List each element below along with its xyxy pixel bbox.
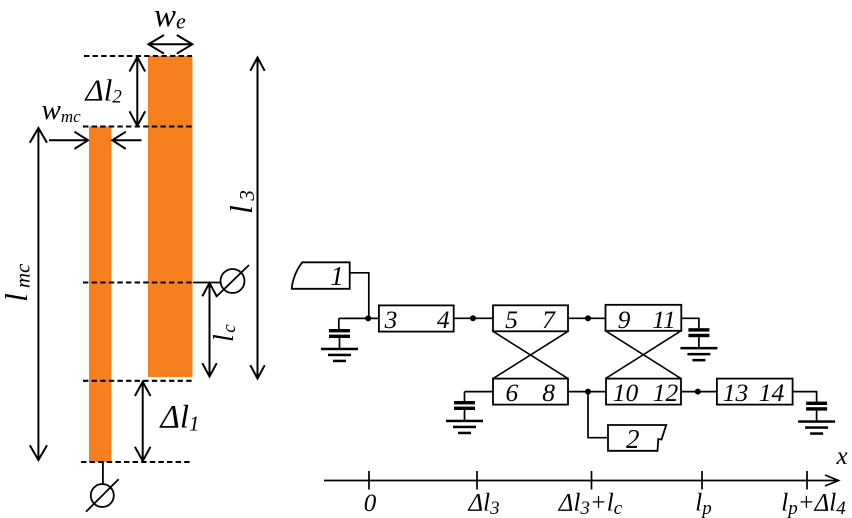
svg-text:4: 4: [437, 305, 450, 334]
svg-text:x: x: [835, 443, 847, 470]
svg-text:8: 8: [542, 378, 555, 407]
svg-text:9: 9: [618, 305, 631, 334]
svg-text:3: 3: [384, 305, 398, 334]
svg-text:Δl3: Δl3: [467, 490, 499, 518]
svg-text:wmc: wmc: [42, 94, 82, 126]
svg-text:Δl2: Δl2: [84, 73, 123, 108]
svg-text:lmc: lmc: [0, 263, 35, 302]
svg-text:l3: l3: [223, 190, 259, 214]
svg-text:11: 11: [652, 305, 676, 334]
svg-text:13: 13: [723, 378, 749, 407]
svg-text:12: 12: [653, 378, 679, 407]
svg-text:Δl1: Δl1: [159, 400, 200, 436]
svg-text:lp+Δl4: lp+Δl4: [781, 490, 846, 518]
svg-text:7: 7: [542, 305, 556, 334]
svg-text:we: we: [154, 0, 186, 34]
svg-text:Δl3+lc: Δl3+lc: [558, 490, 623, 518]
svg-text:14: 14: [759, 378, 785, 407]
svg-text:1: 1: [330, 261, 344, 291]
svg-text:6: 6: [506, 378, 519, 407]
svg-text:10: 10: [613, 378, 639, 407]
svg-text:lc: lc: [209, 324, 240, 342]
svg-text:5: 5: [505, 305, 518, 334]
svg-text:lp: lp: [695, 490, 711, 518]
svg-text:2: 2: [626, 424, 640, 454]
svg-text:0: 0: [364, 490, 377, 517]
